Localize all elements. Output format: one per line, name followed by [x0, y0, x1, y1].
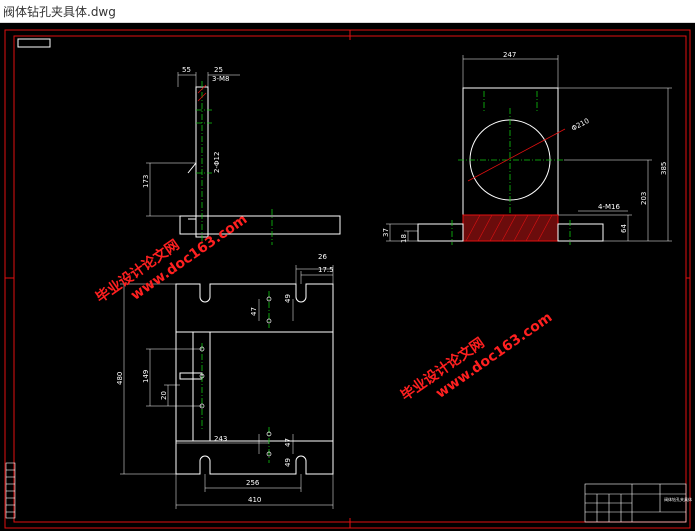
dim-phi210: Φ210: [570, 117, 590, 133]
dim-149: 149: [142, 370, 150, 383]
dim-25: 25: [214, 66, 223, 74]
dim-47-bottom: 47: [284, 438, 292, 447]
dim-64: 64: [620, 224, 628, 233]
dim-247: 247: [503, 51, 516, 59]
title-block-label: 阀体钻孔夹具体: [664, 496, 692, 502]
plan-view: 26 17.5 49 47 480 149 20 243 47 49 256 4…: [116, 253, 334, 509]
dim-49-bottom: 49: [284, 458, 292, 467]
dim-47-top: 47: [250, 307, 258, 316]
window-title: 阀体钻孔夹具体.dwg: [3, 5, 116, 19]
dim-20: 20: [160, 391, 168, 400]
dim-26: 26: [318, 253, 327, 261]
dim-49-top: 49: [284, 294, 292, 303]
dim-3-m8: 3-M8: [212, 75, 229, 83]
dim-385: 385: [660, 162, 668, 175]
drawing-frame: [4, 29, 691, 529]
dim-256: 256: [246, 479, 260, 487]
cad-drawing: 55 25 3-M8 2-Φ12 173: [4, 29, 692, 529]
dim-173: 173: [142, 175, 150, 188]
front-view: 247 Φ210 385 203 64 4-M16 37 18: [382, 51, 672, 245]
drawing-canvas[interactable]: 55 25 3-M8 2-Φ12 173: [0, 23, 695, 531]
title-block: 阀体钻孔夹具体: [584, 483, 692, 523]
side-view: 55 25 3-M8 2-Φ12 173: [142, 66, 341, 245]
dim-55: 55: [182, 66, 191, 74]
watermark-1: 毕业设计论文网 www.doc163.com: [93, 211, 251, 306]
dim-203: 203: [640, 192, 648, 205]
dim-243: 243: [214, 435, 227, 443]
window-titlebar: 阀体钻孔夹具体.dwg: [0, 0, 695, 23]
dim-480: 480: [116, 372, 124, 385]
dim-37: 37: [382, 228, 390, 237]
watermark-2: 毕业设计论文网 www.doc163.com: [398, 309, 556, 404]
dim-17-5: 17.5: [318, 266, 334, 274]
dim-4-m16: 4-M16: [598, 203, 620, 211]
dim-2-phi12: 2-Φ12: [213, 152, 221, 173]
dim-410: 410: [248, 496, 261, 504]
revision-strip: [5, 462, 16, 519]
dim-18: 18: [400, 234, 408, 243]
